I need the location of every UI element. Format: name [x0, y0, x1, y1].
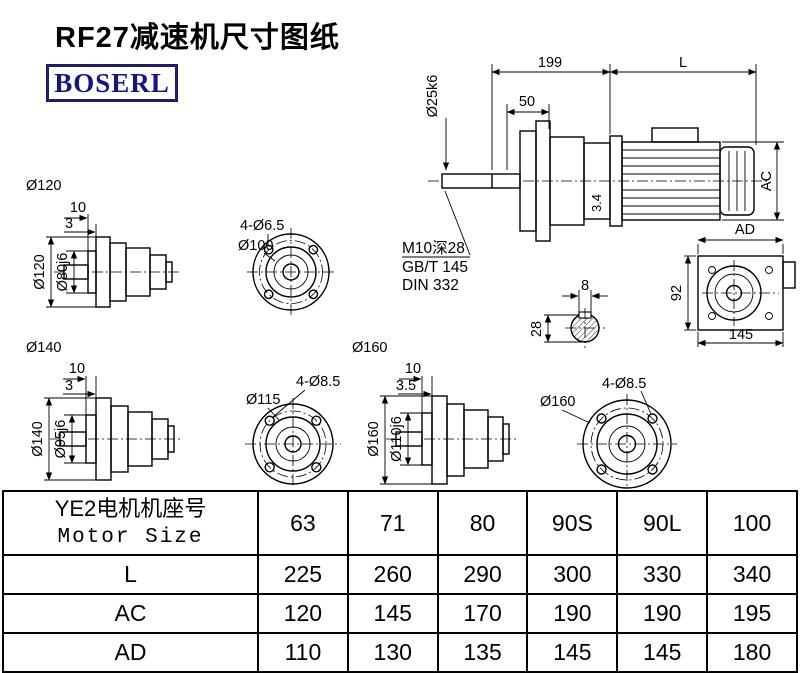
- motor-fins: [622, 149, 720, 215]
- dim-label-10: 10: [405, 361, 421, 377]
- table-cell: 190: [526, 593, 619, 634]
- table-cell: 170: [436, 593, 529, 634]
- row-label-AC: AC: [2, 593, 259, 634]
- dim-label-spigot-80: Ø80j6: [55, 253, 71, 292]
- page-title: RF27减速机尺寸图纸: [55, 22, 340, 54]
- dim-label-145: 145: [729, 327, 753, 343]
- dim-label-spigot-95: Ø95j6: [53, 420, 69, 459]
- dim-label-50: 50: [519, 94, 535, 110]
- dim-label-bolt-holes-160: 4-Ø8.5: [602, 376, 646, 392]
- fan-cover-slots: [728, 151, 746, 211]
- motor-size-cell: 100: [706, 490, 798, 556]
- dim-label-keyway-8: 8: [581, 278, 589, 294]
- rear-housing: [697, 255, 784, 331]
- table-cell: 135: [436, 632, 529, 673]
- dim-label-3: 3: [65, 216, 73, 232]
- shaft-section-view: 8 28: [529, 278, 608, 348]
- dim-label-od-120: Ø120: [32, 254, 48, 289]
- motor-size-cell: 71: [346, 490, 439, 556]
- note-gb-standard: GB/T 145: [402, 259, 468, 276]
- dim-label-od-140: Ø140: [30, 421, 46, 456]
- table-cell: 195: [706, 593, 798, 634]
- table-row-header: YE2电机机座号 Motor Size 63 71 80 90S 90L 100: [2, 490, 798, 556]
- table-cell: 180: [706, 632, 798, 673]
- dim-label-L: L: [679, 55, 687, 71]
- terminal-box: [651, 127, 699, 143]
- fan-cover: [719, 146, 755, 216]
- dimension-table: YE2电机机座号 Motor Size 63 71 80 90S 90L 100…: [2, 490, 798, 673]
- table-header-cn: YE2电机机座号: [54, 496, 207, 521]
- dim-label-10: 10: [69, 361, 85, 377]
- table-cell: 145: [616, 632, 709, 673]
- table-row-AC: AC 120 145 170 190 190 195: [2, 593, 798, 634]
- dim-label-3-5: 3.5: [396, 378, 416, 394]
- table-cell: 300: [526, 554, 619, 595]
- table-cell: 120: [257, 593, 349, 634]
- dim-label-od-160: Ø160: [366, 421, 382, 456]
- table-row-AD: AD 110 130 135 145 145 180: [2, 632, 798, 673]
- table-cell: 330: [616, 554, 709, 595]
- output-view-160: Ø160 10 3.5 Ø160 Ø110j6: [352, 340, 516, 485]
- flange-view-115: Ø115 4-Ø8.5: [245, 374, 341, 488]
- view-title-160: Ø160: [352, 340, 387, 356]
- table-cell: 290: [436, 554, 529, 595]
- output-view-120: Ø120 10 3 Ø120 Ø80j6: [26, 178, 180, 308]
- technical-drawings: 199 L 50 Ø25k6 AC 3.4 M10深28 GB/T 145 DI…: [26, 55, 796, 489]
- row-label-L: L: [2, 554, 259, 595]
- dim-label-3: 3: [65, 378, 73, 394]
- view-title-120: Ø120: [26, 178, 61, 194]
- table-cell: 340: [706, 554, 798, 595]
- motor-size-cell: 80: [436, 490, 529, 556]
- table-cell: 145: [526, 632, 619, 673]
- output-view-140: Ø140 10 3 Ø140 Ø95j6: [26, 340, 182, 481]
- rear-terminal-box: [782, 261, 796, 289]
- motor-size-cell: 90L: [616, 490, 709, 556]
- main-assembly-view: 199 L 50 Ø25k6 AC 3.4 M10深28 GB/T 145 DI…: [402, 55, 784, 294]
- table-row-L: L 225 260 290 300 330 340: [2, 554, 798, 595]
- input-shaft: [441, 173, 521, 189]
- dim-label-10: 10: [70, 200, 86, 216]
- table-cell: 130: [346, 632, 439, 673]
- dim-label-bolt-holes-100: 4-Ø6.5: [240, 218, 284, 234]
- motor-size-cell: 90S: [526, 490, 619, 556]
- dim-label-AC: AC: [759, 171, 775, 191]
- brand-logo-text: BOSERL: [54, 67, 170, 98]
- view-title-140: Ø140: [26, 340, 61, 356]
- table-cell: 225: [257, 554, 349, 595]
- row-label-AD: AD: [2, 632, 259, 673]
- brand-logo-box: BOSERL: [46, 64, 178, 102]
- table-cell: 190: [616, 593, 709, 634]
- dim-label-bolt-holes-115: 4-Ø8.5: [296, 374, 340, 390]
- dim-label-28: 28: [529, 321, 545, 337]
- motor-size-cell: 63: [257, 490, 349, 556]
- flange-view-160: Ø160 4-Ø8.5: [540, 376, 677, 489]
- dim-label-bc-160: Ø160: [540, 394, 575, 410]
- flange-view-100: 4-Ø6.5 Ø100: [238, 218, 335, 316]
- dim-label-bc-115: Ø115: [246, 392, 280, 408]
- dim-label-3-4: 3.4: [589, 194, 604, 212]
- rear-side-view: AD 92 145: [669, 222, 796, 347]
- table-cell: 110: [257, 632, 349, 673]
- table-header-en: Motor Size: [57, 526, 204, 549]
- dim-label-shaft-diameter: Ø25k6: [425, 75, 441, 118]
- dim-label-AD: AD: [735, 222, 755, 238]
- dim-label-spigot-110: Ø110j6: [389, 416, 405, 462]
- dim-label-bc-100: Ø100: [238, 238, 273, 254]
- dim-label-92: 92: [669, 285, 685, 301]
- table-header-cell: YE2电机机座号 Motor Size: [2, 490, 259, 556]
- note-din-standard: DIN 332: [402, 277, 459, 294]
- note-thread: M10深28: [402, 239, 465, 257]
- table-cell: 145: [346, 593, 439, 634]
- table-cell: 260: [346, 554, 439, 595]
- dim-label-199: 199: [538, 55, 562, 71]
